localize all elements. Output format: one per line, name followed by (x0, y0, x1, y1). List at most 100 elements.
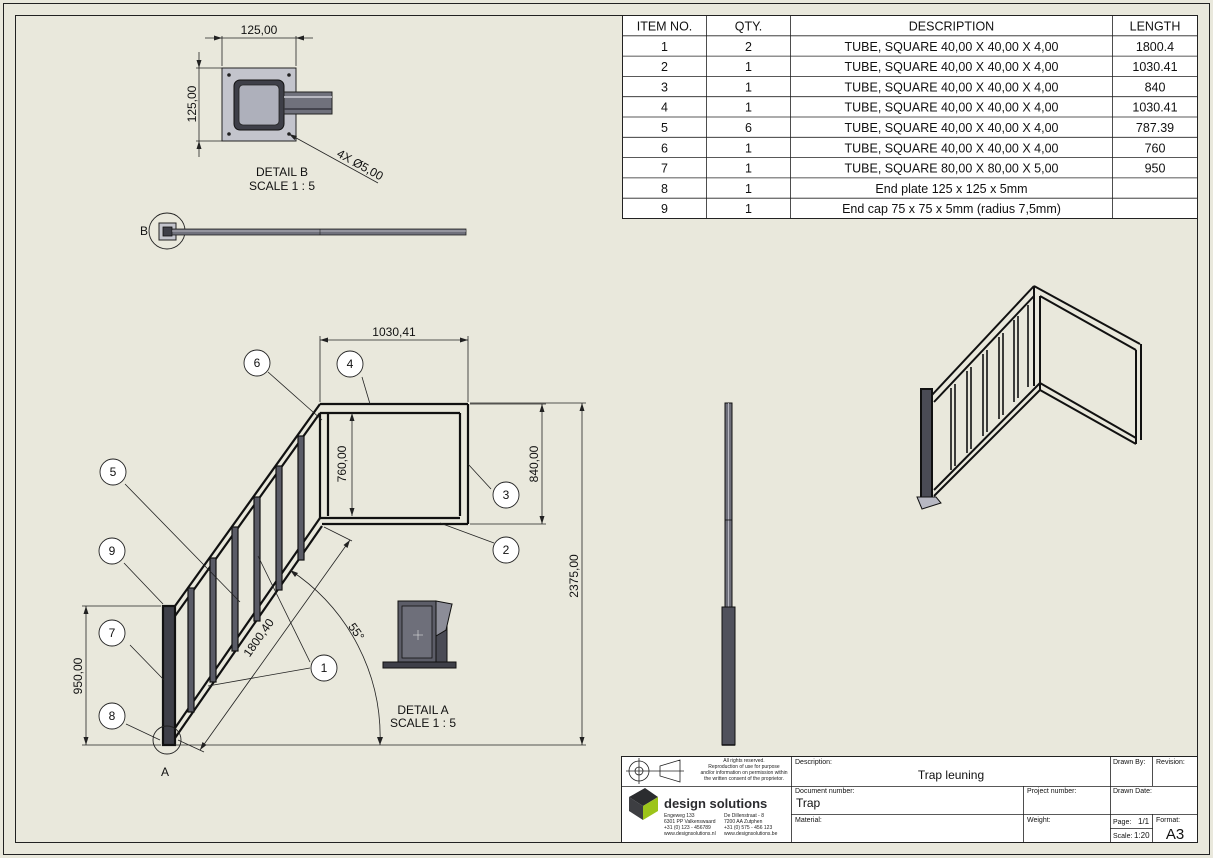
document-number-label: Document number: (795, 788, 855, 795)
balloons: 6 4 5 3 9 2 7 1 8 (98, 349, 520, 730)
bom-cell: 787.39 (1136, 121, 1174, 135)
page-label: Page: (1113, 819, 1131, 826)
balloon: 9 (98, 537, 126, 565)
bom-cell: 1 (745, 141, 752, 155)
bom-cell: 1030.41 (1132, 101, 1177, 115)
drawn-date-label: Drawn Date: (1113, 788, 1152, 795)
document-number-value: Trap (796, 796, 821, 810)
bom-cell: 760 (1145, 141, 1166, 155)
detail-a-title: DETAIL A (397, 703, 448, 717)
material-label: Material: (795, 817, 822, 824)
bom-cell: 1030.41 (1132, 60, 1177, 74)
balloon-label: 4 (347, 357, 354, 371)
dim-right-height: 840,00 (527, 445, 541, 482)
bom-cell: TUBE, SQUARE 40,00 X 40,00 X 4,00 (844, 80, 1058, 94)
dim-top-width: 1030,41 (372, 325, 416, 339)
balloon-label: 9 (109, 544, 116, 558)
bom-cell: TUBE, SQUARE 40,00 X 40,00 X 4,00 (844, 101, 1058, 115)
balloon: 6 (243, 349, 271, 377)
balloon-label: 3 (503, 488, 510, 502)
top-view: B (140, 212, 467, 250)
balloon-label: 8 (109, 709, 116, 723)
balloon: 5 (99, 458, 127, 486)
dim-total-height: 2375,00 (567, 554, 581, 598)
front-view: A 1030,41 760,00 840,00 2375,00 950 (71, 325, 586, 779)
project-number-label: Project number: (1027, 788, 1076, 795)
format-value: A3 (1166, 826, 1184, 843)
bom-cell: 840 (1145, 80, 1166, 94)
detail-b-height-dim: 125,00 (185, 85, 199, 122)
bom-cell: 8 (661, 182, 668, 196)
balloon: 8 (98, 702, 126, 730)
detail-b-view: 125,00 125,00 4X Ø5,00 DETAIL B SCALE 1 … (185, 23, 386, 193)
bom-cell: 5 (661, 121, 668, 135)
balloon: 3 (492, 481, 520, 509)
page-value: 1/1 (1138, 817, 1150, 826)
detail-a-view-letter: A (161, 765, 169, 779)
bom-cell: TUBE, SQUARE 40,00 X 40,00 X 4,00 (844, 121, 1058, 135)
format-label: Format: (1156, 817, 1180, 824)
weight-label: Weight: (1027, 817, 1051, 824)
bom-cell: 2 (661, 60, 668, 74)
bom-header-cell: QTY. (735, 20, 763, 34)
balusters (187, 435, 305, 713)
bom-cell: 1 (745, 182, 752, 196)
balloon-label: 2 (503, 543, 510, 557)
bom-cell: 2 (745, 40, 752, 54)
bom-header-cell: DESCRIPTION (909, 20, 994, 34)
dim-inner-height: 760,00 (335, 445, 349, 482)
bom-grid (622, 15, 1198, 219)
bom-cell: 6 (745, 121, 752, 135)
detail-b-hole-note: 4X Ø5,00 (335, 146, 386, 183)
bom-cell: End cap 75 x 75 x 5mm (radius 7,5mm) (842, 202, 1061, 216)
bom-cell: 3 (661, 80, 668, 94)
bom-cell: 9 (661, 202, 668, 216)
dim-angle: 55° (345, 620, 367, 643)
bom-cell: 6 (661, 141, 668, 155)
description-value: Trap leuning (918, 768, 984, 782)
title-block: All rights reserved.Reproduction of use … (621, 756, 1198, 843)
scale-label: Scale: (1113, 833, 1133, 840)
bom-cell: TUBE, SQUARE 80,00 X 80,00 X 5,00 (844, 162, 1058, 176)
balloon: 4 (336, 350, 364, 378)
bom-cell: TUBE, SQUARE 40,00 X 40,00 X 4,00 (844, 40, 1058, 54)
scale-value: 1:20 (1134, 831, 1150, 840)
dim-post-height: 950,00 (71, 657, 85, 694)
description-label: Description: (795, 759, 832, 766)
detail-b-title: DETAIL B (256, 165, 308, 179)
balloon-label: 7 (109, 626, 116, 640)
drawn-by-label: Drawn By: (1113, 759, 1145, 766)
rights-text: All rights reserved.Reproduction of use … (701, 758, 788, 782)
balloon-label: 1 (321, 661, 328, 675)
detail-b-scale: SCALE 1 : 5 (249, 179, 315, 193)
bom-header-cell: ITEM NO. (637, 20, 693, 34)
detail-b-width-dim: 125,00 (241, 23, 278, 37)
bom-cell: 7 (661, 162, 668, 176)
revision-label: Revision: (1156, 759, 1185, 766)
bom-cell: TUBE, SQUARE 40,00 X 40,00 X 4,00 (844, 60, 1058, 74)
balloon-label: 5 (110, 465, 117, 479)
balloon: 7 (98, 619, 126, 647)
bom-cell: 4 (661, 101, 668, 115)
projection-symbol (626, 758, 684, 784)
bom-cell: 1 (745, 80, 752, 94)
sheet-border (3, 3, 1210, 855)
bom-cell: 950 (1145, 162, 1166, 176)
balloon-label: 6 (254, 356, 261, 370)
sheet-inner-border (15, 15, 1198, 843)
bom-cell: 1 (745, 101, 752, 115)
company-logo (629, 788, 658, 820)
isometric-view (916, 285, 1142, 510)
bom-header-cell: LENGTH (1130, 20, 1181, 34)
side-view (721, 402, 736, 746)
bom-cell: 1 (745, 202, 752, 216)
company-name: design solutions (664, 796, 767, 811)
detail-a-scale: SCALE 1 : 5 (390, 716, 456, 730)
detail-b-view-letter: B (140, 224, 148, 238)
